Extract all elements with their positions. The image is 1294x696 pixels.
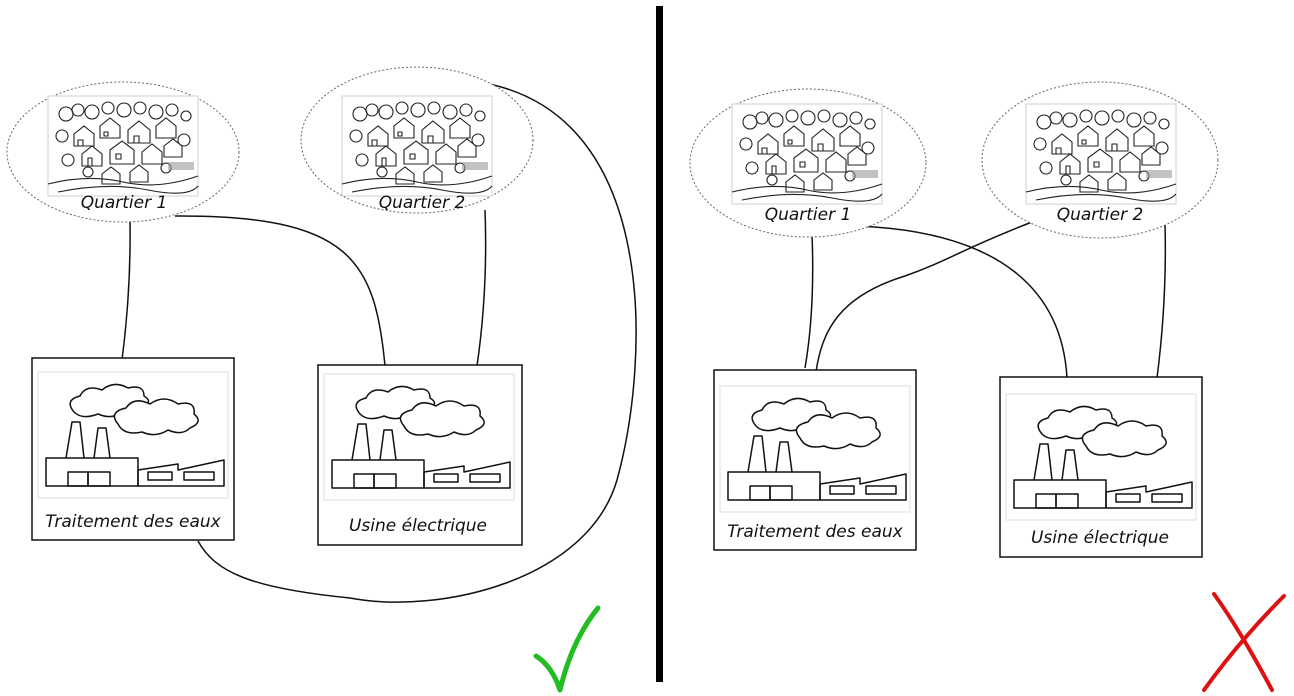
facility-node-power: Usine électrique (317, 364, 523, 546)
edge-q2-water (197, 81, 637, 603)
facility-label: Traitement des eaux (727, 522, 903, 542)
neighborhood-label: Quartier 2 (1057, 205, 1144, 225)
factory-icon (37, 371, 229, 499)
factory-icon (719, 385, 911, 513)
edge-q1-water (804, 233, 814, 369)
neighborhood-node-q1: Quartier 1 (6, 81, 240, 223)
right-panel: Quartier 1 Quartier 2 Traitement des eau… (689, 81, 1286, 692)
neighborhood-label: Quartier 2 (379, 193, 466, 213)
neighborhood-node-q2: Quartier 2 (300, 66, 534, 214)
facility-label: Usine électrique (349, 516, 487, 536)
cross-icon (1202, 592, 1286, 692)
neighborhood-node-q1: Quartier 1 (689, 88, 927, 238)
factory-icon (1005, 393, 1197, 521)
facility-label: Traitement des eaux (45, 512, 221, 532)
check-icon (533, 605, 601, 693)
town-sketch-icon (341, 95, 493, 197)
panel-divider (656, 6, 663, 682)
town-sketch-icon (731, 103, 883, 205)
facility-node-power: Usine électrique (999, 376, 1203, 558)
neighborhood-node-q2: Quartier 2 (981, 81, 1219, 239)
town-sketch-icon (47, 95, 199, 197)
edge-q2-power (1156, 223, 1167, 379)
left-panel: Quartier 1 Quartier 2 Traitement des eau… (6, 66, 637, 693)
edge-q1-power (857, 225, 1068, 379)
neighborhood-label: Quartier 1 (81, 193, 168, 213)
edge-q2-water (815, 221, 1033, 373)
facility-node-water: Traitement des eaux (31, 357, 235, 541)
facility-node-water: Traitement des eaux (713, 369, 917, 551)
edge-q2-power (476, 209, 487, 367)
factory-icon (323, 373, 515, 501)
neighborhood-label: Quartier 1 (765, 205, 852, 225)
facility-label: Usine électrique (1031, 528, 1169, 548)
edge-q1-power (174, 215, 386, 367)
edge-q1-water (121, 221, 131, 361)
town-sketch-icon (1025, 103, 1177, 205)
